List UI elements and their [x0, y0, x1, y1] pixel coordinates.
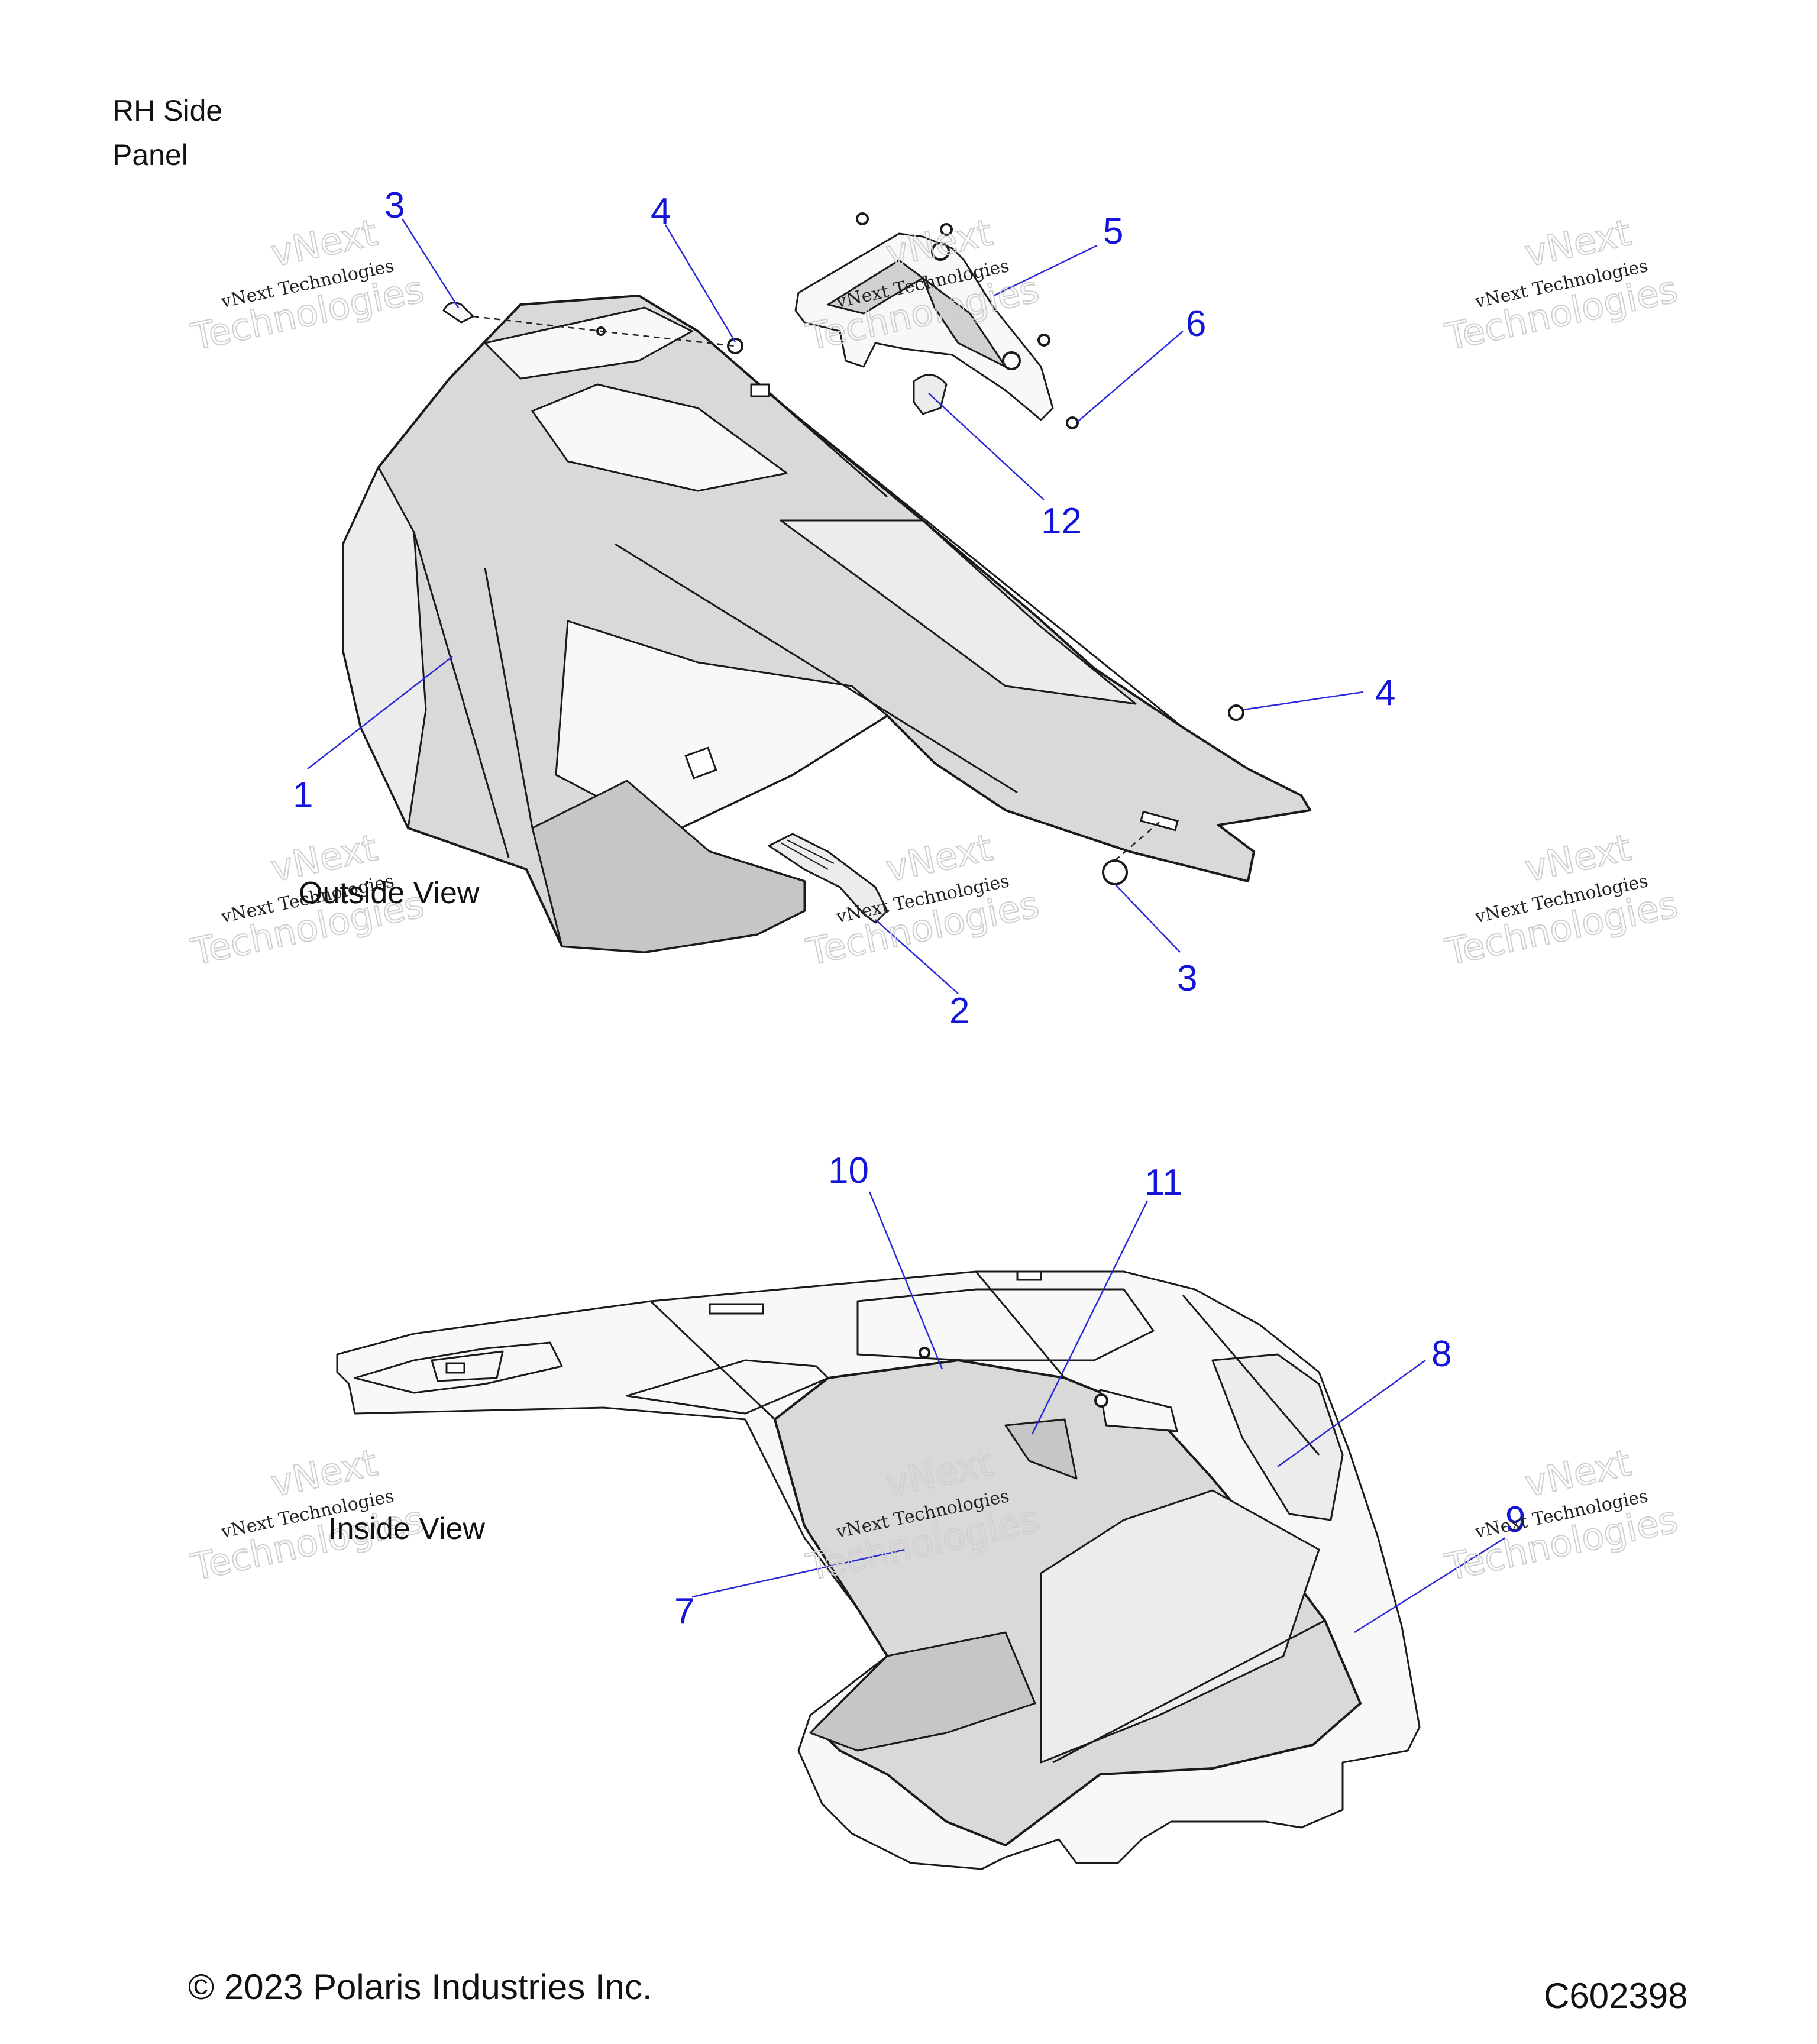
- copyright-notice: © 2023 Polaris Industries Inc.: [188, 1967, 652, 2007]
- leader-lines: [307, 218, 1506, 1634]
- callout-4-top: 4: [651, 191, 671, 232]
- latch-part-2: [768, 833, 888, 924]
- callout-12: 12: [1041, 501, 1082, 542]
- diagram-title-line2: Panel: [112, 138, 188, 172]
- callout-8: 8: [1431, 1334, 1451, 1374]
- diagram-title-line1: RH Side: [112, 94, 223, 127]
- outside-view-label: Outside View: [299, 876, 480, 910]
- mounting-bracket: [794, 232, 1054, 421]
- inside-view-label: Inside View: [328, 1512, 485, 1546]
- callout-2: 2: [949, 991, 969, 1031]
- callout-11: 11: [1144, 1162, 1182, 1203]
- side-panel-outside: [342, 295, 1311, 953]
- callout-10: 10: [828, 1150, 869, 1191]
- callout-5: 5: [1103, 211, 1123, 252]
- callout-9: 9: [1505, 1499, 1525, 1540]
- callout-1: 1: [293, 775, 313, 816]
- hardware-nuts: [596, 212, 1244, 721]
- side-panel-inside: [336, 1270, 1421, 1870]
- callout-3-top: 3: [384, 185, 405, 226]
- figure-id: C602398: [1544, 1976, 1688, 2016]
- callout-numbers: 3 4 5 6 12 4 1 2 3 10 11 8 9 7: [293, 185, 1525, 1632]
- push-rivets: [442, 302, 1160, 885]
- callout-7: 7: [674, 1591, 694, 1632]
- callout-4-right: 4: [1375, 672, 1395, 713]
- callout-3-bottom: 3: [1177, 958, 1197, 999]
- callout-6: 6: [1186, 303, 1206, 344]
